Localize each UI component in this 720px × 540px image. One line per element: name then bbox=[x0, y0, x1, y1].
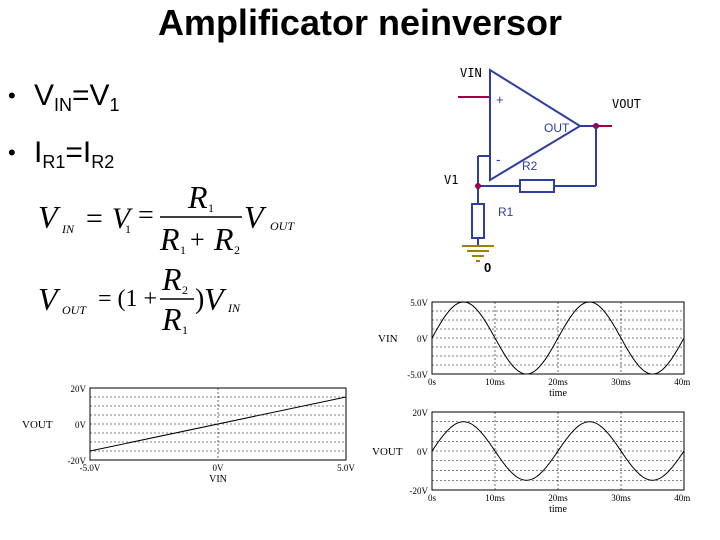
eq1-plus: + bbox=[190, 225, 205, 254]
eq1-rhs: V bbox=[244, 199, 267, 235]
eq1-mid: = V bbox=[84, 202, 134, 235]
y-tick-label: -5.0V bbox=[407, 370, 428, 380]
bullet-sub: IN bbox=[54, 95, 73, 115]
eq2-den-sub: 1 bbox=[182, 323, 188, 337]
eq1-den2-sub: 2 bbox=[234, 243, 240, 257]
equation-vin: V IN = V 1 = R 1 R 1 + R 2 V OUT bbox=[38, 179, 295, 257]
eq2-rhs-sub: IN bbox=[227, 301, 241, 315]
y-tick-label: 0V bbox=[417, 447, 429, 457]
plus-label: + bbox=[496, 92, 504, 107]
y-tick-label: 0V bbox=[75, 420, 87, 430]
eq1-rhs-sub: OUT bbox=[270, 219, 295, 233]
bullet-sub2: R2 bbox=[91, 152, 115, 172]
r2-resistor bbox=[519, 179, 555, 193]
x-tick-label: 10ms bbox=[485, 493, 505, 503]
y-tick-label: -20V bbox=[410, 486, 429, 496]
y-tick-label: 0V bbox=[417, 334, 429, 344]
out-label: OUT bbox=[544, 121, 570, 135]
eq2-den: R bbox=[161, 301, 182, 337]
bullet-icon: • bbox=[8, 83, 16, 108]
bullet-main: V bbox=[34, 79, 55, 112]
x-axis-label: VIN bbox=[209, 474, 227, 485]
vin-label: VIN bbox=[460, 66, 482, 80]
eq1-den1-sub: 1 bbox=[180, 243, 186, 257]
eq1-eq: = bbox=[138, 200, 154, 231]
y-tick-label: 5.0V bbox=[410, 298, 428, 308]
x-tick-label: -5.0V bbox=[80, 463, 101, 473]
equation-vout: V OUT = (1 + R 2 R 1 ) V IN bbox=[38, 261, 241, 337]
x-tick-label: 20ms bbox=[548, 377, 568, 387]
x-tick-label: 0V bbox=[213, 463, 225, 473]
x-tick-label: 40ms bbox=[674, 377, 690, 387]
eq2-lhs: V bbox=[38, 281, 61, 317]
x-axis-label: time bbox=[549, 504, 567, 515]
eq1-den1: R bbox=[159, 221, 180, 257]
bullet-sub2: 1 bbox=[109, 95, 120, 115]
series-line bbox=[431, 421, 685, 481]
x-axis-label: time bbox=[549, 388, 567, 399]
bullet-eq: =V bbox=[72, 79, 110, 112]
eq1-lhs: V bbox=[38, 199, 61, 235]
eq1-mid-sub: 1 bbox=[125, 222, 131, 236]
bullet-list: • VIN=V1 • IR1=IR2 bbox=[8, 72, 120, 186]
eq2-num: R bbox=[161, 261, 182, 297]
r1-resistor bbox=[471, 203, 485, 239]
bullet-icon: • bbox=[8, 140, 16, 165]
y-tick-label: 20V bbox=[71, 384, 87, 394]
r1-label: R1 bbox=[498, 205, 514, 219]
series-line bbox=[89, 396, 347, 452]
eq1-num-sub: 1 bbox=[208, 201, 214, 215]
eq1-lhs-sub: IN bbox=[61, 222, 75, 236]
x-tick-label: 30ms bbox=[611, 377, 631, 387]
vout-label: VOUT bbox=[612, 97, 641, 111]
eq2-close: ) bbox=[195, 284, 204, 315]
circuit-schematic: VIN VOUT + - OUT R2 V1 R1 0 bbox=[444, 66, 641, 275]
ground-label: 0 bbox=[484, 260, 491, 275]
chart-transfer: 20V 0V -20V-5.0V 0V 5.0V VOUT VIN bbox=[22, 384, 355, 485]
v1-node bbox=[475, 183, 481, 189]
v1-label: V1 bbox=[444, 173, 458, 187]
eq2-lhs-sub: OUT bbox=[62, 303, 87, 317]
y-tick-label: -20V bbox=[68, 456, 87, 466]
minus-label: - bbox=[496, 151, 501, 167]
x-tick-label: 5.0V bbox=[337, 463, 355, 473]
opamp-icon bbox=[489, 68, 582, 182]
x-tick-label: 30ms bbox=[611, 493, 631, 503]
bullet-sub: R1 bbox=[42, 152, 66, 172]
x-tick-label: 20ms bbox=[548, 493, 568, 503]
page-title: Amplificator neinversor bbox=[157, 2, 563, 43]
y-axis-label: VIN bbox=[378, 333, 398, 345]
eq1-den2: R bbox=[213, 221, 234, 257]
eq1-num: R bbox=[187, 179, 208, 215]
x-tick-label: 10ms bbox=[485, 377, 505, 387]
x-tick-label: 40ms bbox=[674, 493, 690, 503]
r2-label: R2 bbox=[522, 159, 538, 173]
eq2-num-sub: 2 bbox=[182, 283, 188, 297]
bullet-ir1-ir2: • IR1=IR2 bbox=[8, 129, 120, 186]
ground-icon bbox=[462, 245, 494, 262]
bullet-vin-v1: • VIN=V1 bbox=[8, 72, 120, 129]
x-tick-label: 0s bbox=[428, 493, 437, 503]
y-axis-label: VOUT bbox=[22, 419, 53, 431]
eq2-rhs: V bbox=[204, 281, 227, 317]
eq2-eq: = (1 + bbox=[98, 286, 157, 312]
equations: V IN = V 1 = R 1 R 1 + R 2 V OUT V OUT =… bbox=[38, 179, 295, 337]
x-tick-label: 0s bbox=[428, 377, 437, 387]
series-line bbox=[431, 301, 685, 375]
y-axis-label: VOUT bbox=[372, 446, 403, 458]
bullet-main: I bbox=[34, 136, 43, 169]
y-tick-label: 20V bbox=[413, 408, 429, 418]
bullet-eq: =I bbox=[65, 136, 92, 169]
